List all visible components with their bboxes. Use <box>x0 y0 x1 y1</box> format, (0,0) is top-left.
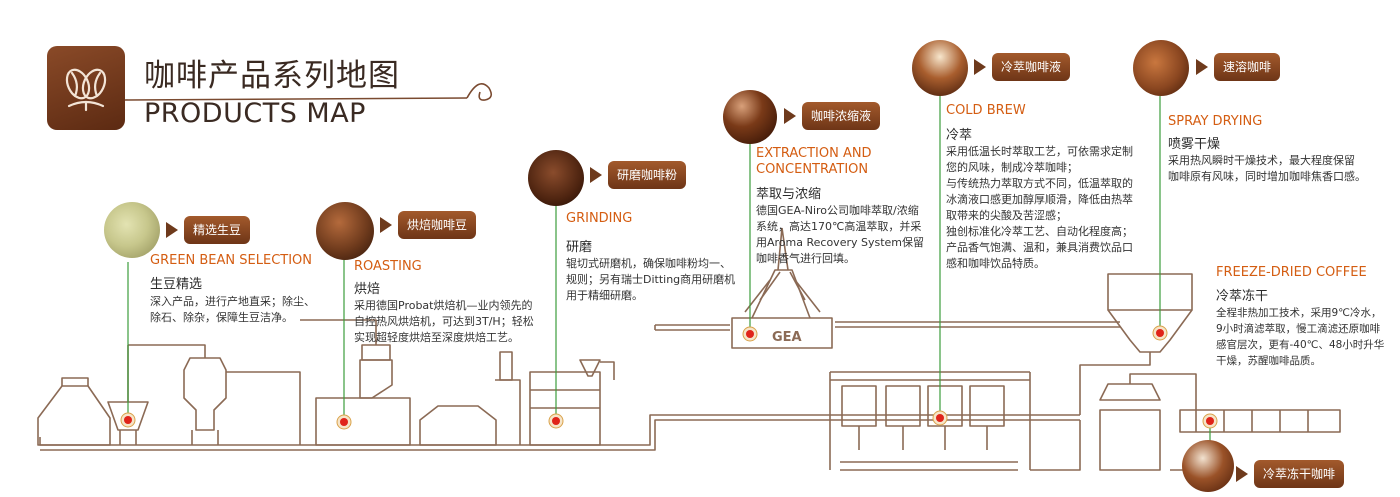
stage-desc-cold-brew: 采用低温长时萃取工艺，可依需求定制您的风味，制成冷萃咖啡；与传统热力萃取方式不同… <box>946 145 1133 270</box>
stage-title-en-green-bean: GREEN BEAN SELECTION <box>150 253 313 268</box>
arrow-right-icon <box>1236 466 1248 482</box>
stage-desc-spray-drying: 采用热风瞬时干燥技术，最大程度保留咖啡原有风味，同时增加咖啡焦香口感。 <box>1168 154 1366 183</box>
tag-freeze-dried: 冷萃冻干咖啡 <box>1236 460 1345 488</box>
instant-coffee-photo <box>1133 40 1189 96</box>
ground-coffee-photo <box>528 150 584 206</box>
header-divider <box>125 82 493 101</box>
tag-spray-drying: 速溶咖啡 <box>1196 53 1281 81</box>
cold-brew-photo <box>912 40 968 96</box>
tag-green-bean: 精选生豆 <box>166 216 251 244</box>
arrow-right-icon <box>974 59 986 75</box>
stage-title-cn-spray-drying: 喷雾干燥 <box>1168 137 1221 152</box>
tag-grinding: 研磨咖啡粉 <box>590 161 687 189</box>
gea-machine-label: GEA <box>772 330 802 345</box>
stage-title-cn-cold-brew: 冷萃 <box>946 128 973 143</box>
stage-desc-freeze-dried: 全程非热加工技术，采用9℃冷水，9小时滴滤萃取，慢工滴滤还原咖啡感官层次，更有-… <box>1216 307 1385 367</box>
stage-title-cn-freeze-dried: 冷萃冻干 <box>1216 289 1269 304</box>
green-bean-photo <box>104 202 160 258</box>
tag-cold-brew: 冷萃咖啡液 <box>974 53 1071 81</box>
stage-title-cn-roasting: 烘焙 <box>354 282 381 297</box>
swirl-ornament-icon <box>466 82 493 101</box>
stage-title-en-cold-brew: COLD BREW <box>946 103 1026 118</box>
freeze-dried-photo <box>1182 440 1234 492</box>
arrow-right-icon <box>784 108 796 124</box>
arrow-right-icon <box>380 217 392 233</box>
page-title-cn: 咖啡产品系列地图 <box>144 58 400 94</box>
stage-title-cn-extraction: 萃取与浓缩 <box>756 187 822 202</box>
tag-roasting: 烘焙咖啡豆 <box>380 211 477 239</box>
roasted-bean-photo <box>316 202 374 260</box>
stage-title-cn-grinding: 研磨 <box>566 240 593 255</box>
station-markers <box>120 325 1218 430</box>
stage-desc-roasting: 采用德国Probat烘焙机—业内领先的自控热风烘焙机，可达到3T/H；轻松实现超… <box>354 299 534 344</box>
arrow-right-icon <box>1196 59 1208 75</box>
stage-title-en-roasting: ROASTING <box>354 259 422 274</box>
stage-title-en-grinding: GRINDING <box>566 211 633 226</box>
stage-desc-green-bean: 深入产品，进行产地直采；除尘、除石、除杂，保障生豆洁净。 <box>150 295 315 324</box>
stage-title-en-freeze-dried: FREEZE-DRIED COFFEE <box>1216 265 1367 280</box>
arrow-right-icon <box>166 222 178 238</box>
arrow-right-icon <box>590 167 602 183</box>
page-title-en: PRODUCTS MAP <box>144 98 366 129</box>
coffee-bean-logo-icon <box>47 46 125 130</box>
stage-title-cn-green-bean: 生豆精选 <box>150 277 203 292</box>
stage-desc-grinding: 辊切式研磨机，确保咖啡粉均一、规则；另有瑞士Ditting商用研磨机用于精细研磨… <box>566 257 736 302</box>
tag-extraction: 咖啡浓缩液 <box>784 102 881 130</box>
concentrate-photo <box>723 90 777 144</box>
stage-title-en-spray-drying: SPRAY DRYING <box>1168 114 1263 129</box>
stage-desc-extraction: 德国GEA-Niro公司咖啡萃取/浓缩系统，高达170℃高温萃取，并采用Arom… <box>756 204 925 265</box>
